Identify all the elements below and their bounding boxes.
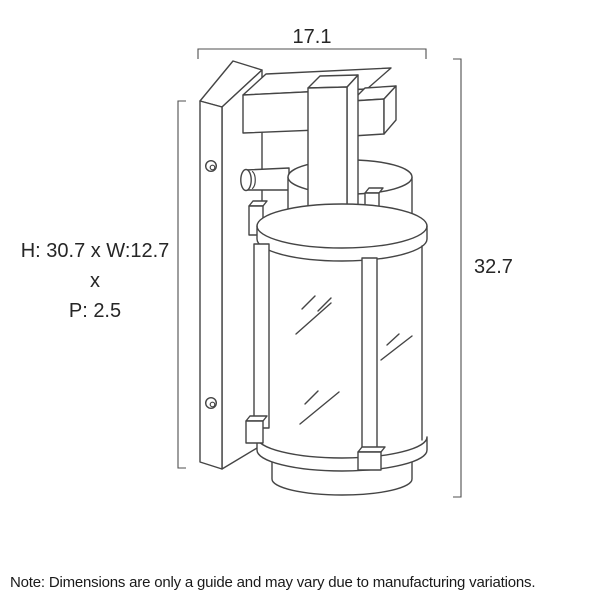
glass-cylinder bbox=[261, 245, 423, 441]
cage-strap-left-foot bbox=[245, 415, 268, 422]
dim-label-left-line3: P: 2.5 bbox=[69, 300, 121, 322]
cage-strap-right-foot bbox=[357, 446, 386, 453]
glass-shine-marks bbox=[295, 295, 413, 425]
screw-bottom bbox=[204, 397, 217, 410]
wall-lantern-figure bbox=[199, 60, 428, 496]
top-ring-band bbox=[256, 203, 428, 262]
cage-strap-left bbox=[245, 243, 270, 444]
pivot-pin-cap bbox=[240, 168, 252, 192]
arm-end-block-side-face bbox=[383, 85, 397, 135]
pivot-pin-flange bbox=[251, 170, 256, 190]
dim-label-left-line1: H: 30.7 x W:12.7 bbox=[21, 240, 170, 262]
dim-line-height-left bbox=[177, 100, 186, 469]
dimension-labels: 17.1 32.7 H: 30.7 x W:12.7 x P: 2.5 bbox=[21, 26, 513, 322]
dimension-lines bbox=[177, 48, 462, 498]
top-ring bbox=[256, 203, 428, 262]
dim-label-right-height: 32.7 bbox=[474, 256, 513, 278]
wall-plate-side-face bbox=[199, 100, 223, 470]
dim-label-top-width: 17.1 bbox=[293, 26, 332, 48]
cage-strap-right bbox=[357, 257, 386, 471]
wall-plate bbox=[199, 60, 263, 470]
top-ring-front-edge bbox=[256, 225, 428, 249]
dim-line-height-right bbox=[453, 58, 462, 498]
bottom-ring-band bbox=[256, 436, 428, 472]
pivot-pin bbox=[240, 167, 290, 192]
dim-label-left-line2: x bbox=[90, 270, 100, 292]
disclaimer-note: Note: Dimensions are only a guide and ma… bbox=[10, 574, 536, 591]
dim-line-width-top bbox=[197, 48, 427, 59]
screw-top bbox=[204, 159, 217, 172]
